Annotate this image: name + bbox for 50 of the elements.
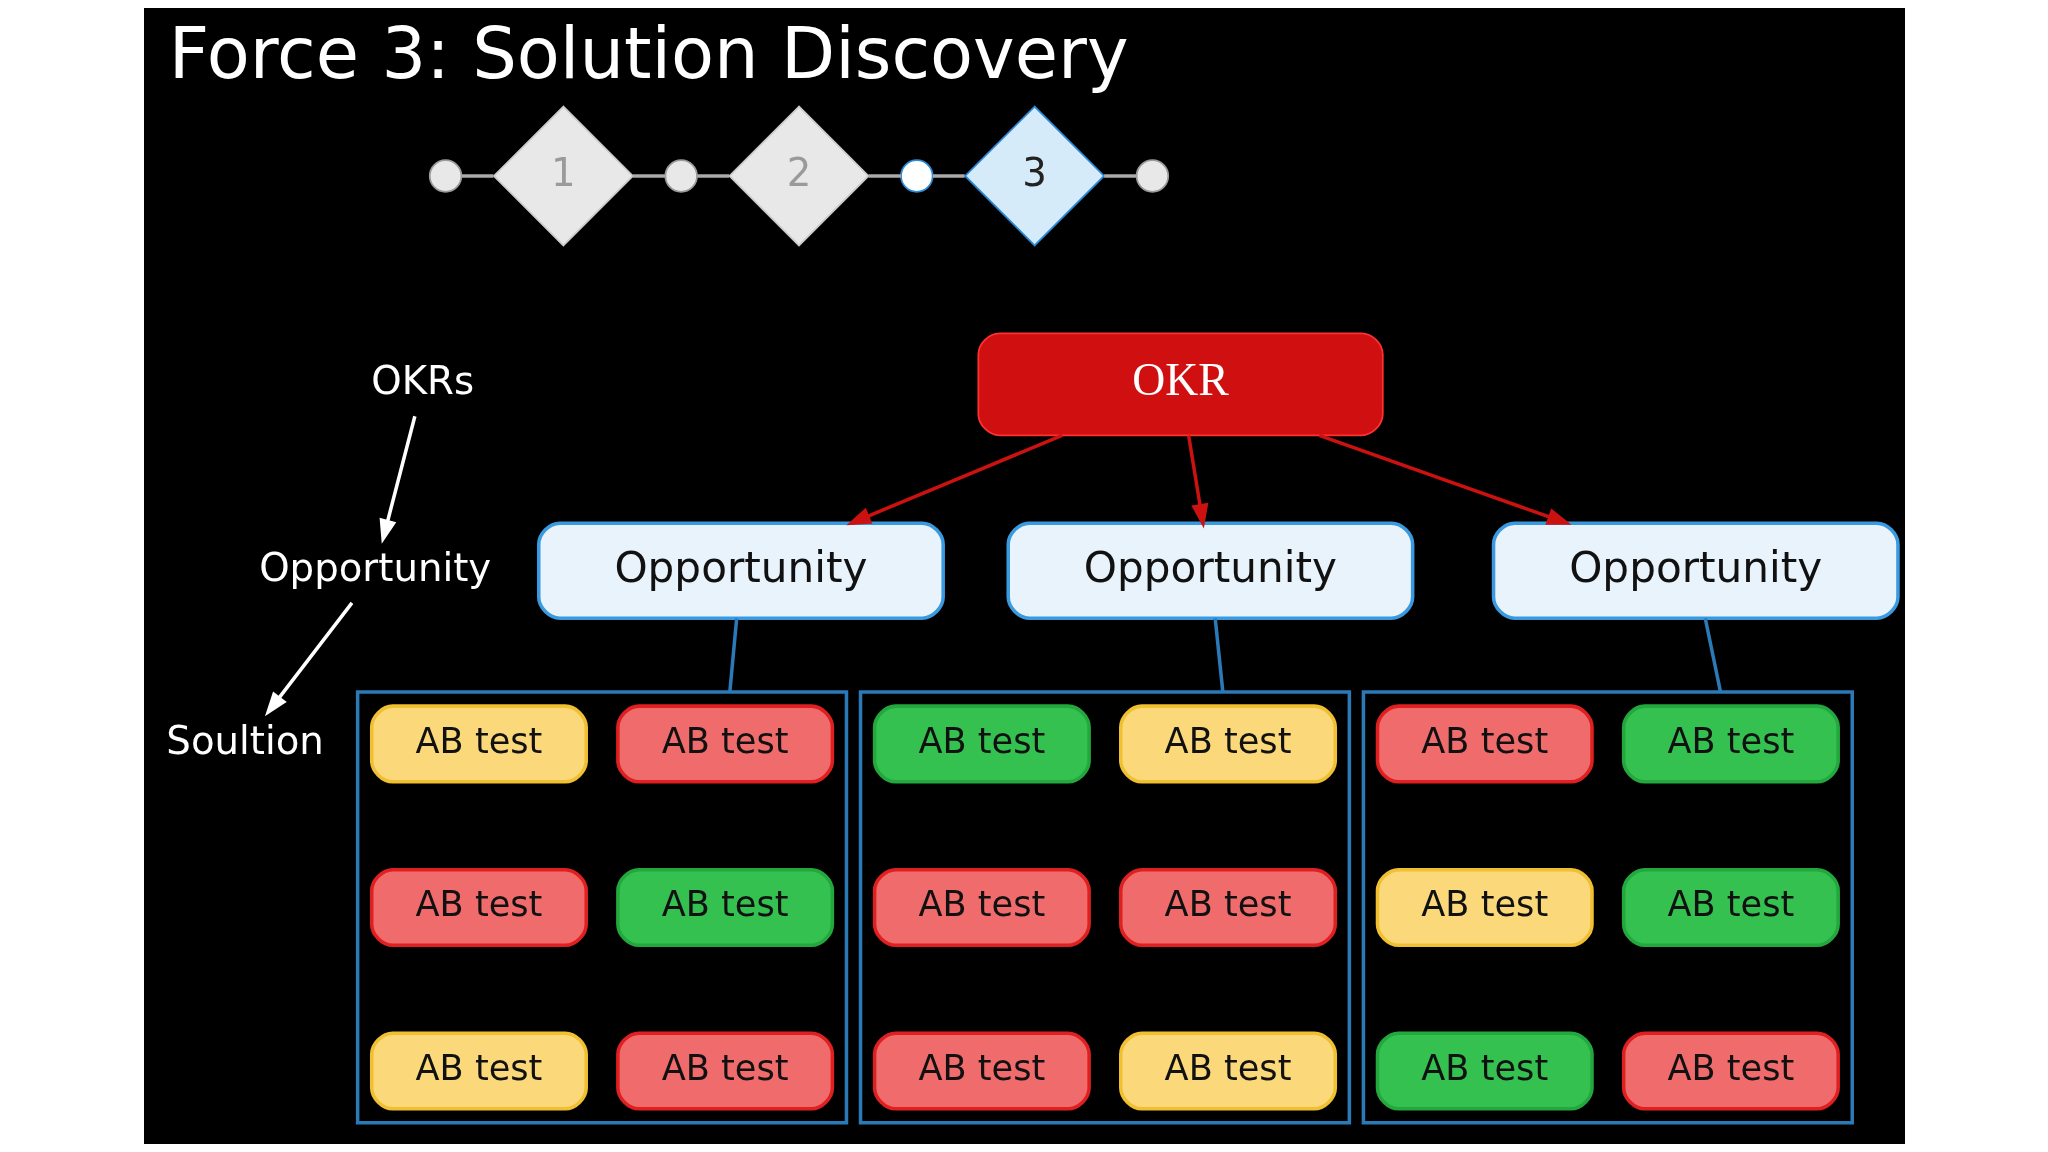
node-circle [663, 159, 698, 193]
node-diamond: 3 [963, 105, 1105, 247]
cluster [858, 690, 1351, 1125]
node-box: AB test [1621, 704, 1840, 784]
arrow [1318, 433, 1572, 525]
node-box: AB test [1118, 867, 1337, 947]
node-box: AB test [369, 1031, 588, 1111]
cluster [355, 690, 848, 1125]
arrow [264, 601, 353, 717]
node-circle [428, 159, 462, 193]
node-box: AB test [369, 867, 588, 947]
node-diamond: 1 [492, 105, 634, 247]
node-box: AB test [615, 867, 834, 947]
node-box: AB test [872, 1031, 1091, 1111]
diagram-title: Force 3: Solution Discovery [168, 13, 1129, 96]
node-box: AB test [1375, 867, 1594, 947]
connector [1103, 174, 1137, 178]
node-box: AB test [1118, 704, 1337, 784]
node-box: AB test [1375, 704, 1594, 784]
node-text: Opportunity [258, 544, 491, 590]
node-box: AB test [1621, 867, 1840, 947]
node-text: Soultion [165, 717, 324, 763]
connector [461, 174, 493, 178]
node-diamond: 2 [727, 105, 870, 247]
node-box: Opportunity [1491, 521, 1900, 620]
connector [632, 174, 665, 178]
node-box: AB test [1621, 1031, 1840, 1111]
node-box: AB test [369, 704, 588, 784]
connector [696, 174, 729, 178]
node-circle [1135, 159, 1169, 193]
node-box: AB test [872, 704, 1091, 784]
cluster [1361, 690, 1854, 1125]
node-circle [899, 159, 933, 193]
arrow [845, 433, 1063, 526]
node-box: AB test [872, 867, 1091, 947]
node-box: AB test [615, 704, 834, 784]
node-box: AB test [1118, 1031, 1337, 1111]
arrow [1186, 435, 1208, 529]
arrow [379, 415, 417, 544]
connector [1212, 618, 1225, 693]
node-box: Opportunity [536, 521, 945, 620]
connector [932, 174, 965, 178]
connector [868, 174, 901, 178]
node-box: AB test [1375, 1031, 1594, 1111]
node-box: AB test [615, 1031, 834, 1111]
connector [1703, 618, 1722, 693]
node-box: Opportunity [1006, 521, 1414, 620]
connector [727, 618, 738, 693]
node-box: OKR [976, 332, 1384, 437]
node-text: OKRs [370, 358, 474, 404]
